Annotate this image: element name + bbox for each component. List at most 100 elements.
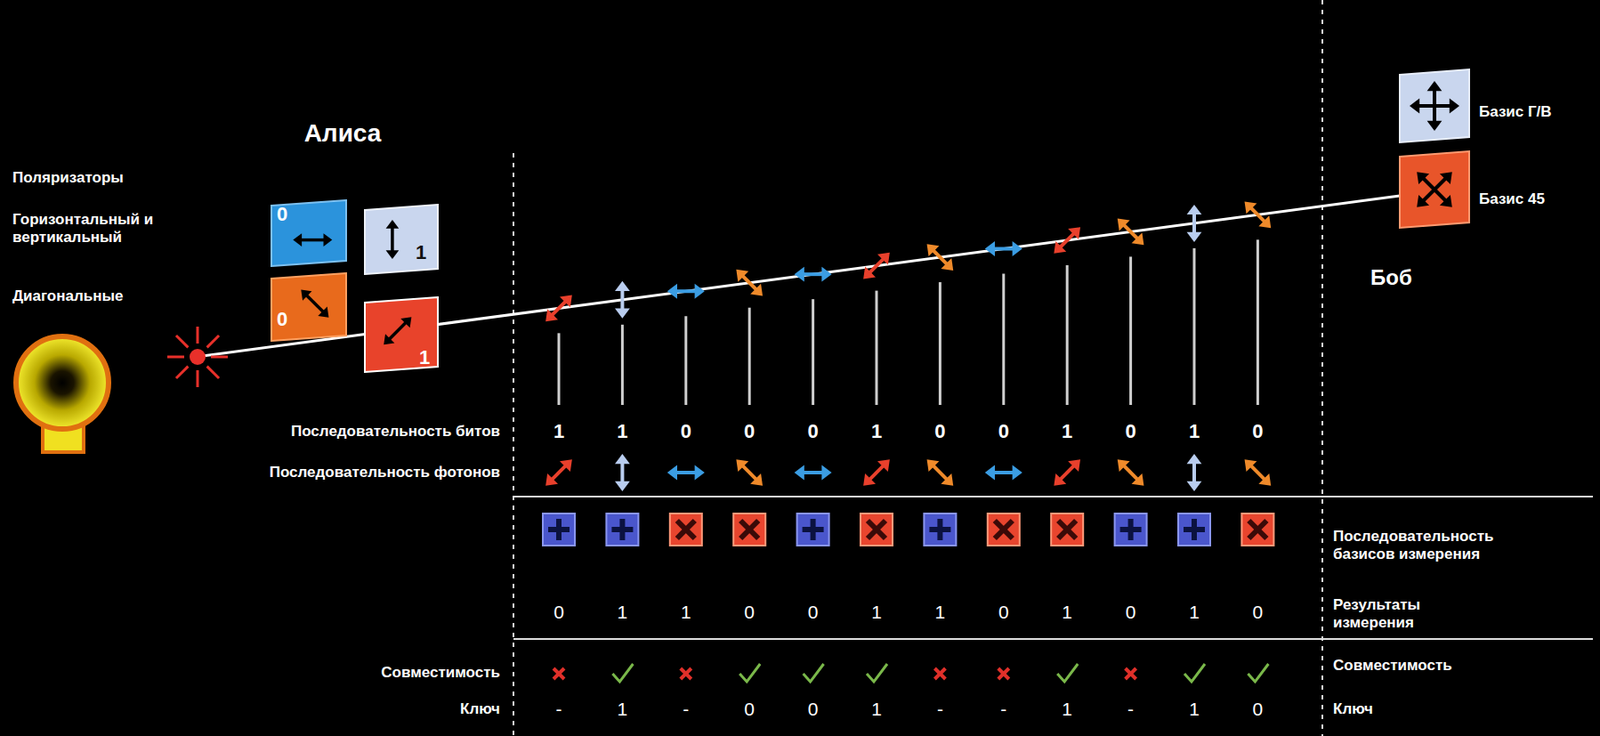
check-mark: [1247, 663, 1269, 682]
basis-rect: [1241, 513, 1274, 546]
cross-mark: [680, 668, 692, 679]
arrow-head: [667, 465, 678, 481]
side-label: Диагональные: [12, 287, 123, 306]
arrow-shaft: [550, 464, 568, 482]
arrow-head: [386, 219, 400, 229]
check-mark: [803, 663, 825, 682]
basis-box: [860, 513, 893, 546]
photon-arrow: [1117, 218, 1145, 246]
photon-arrow: [1187, 453, 1203, 492]
arrow-shaft: [741, 274, 759, 291]
photon-drop-line: [811, 298, 815, 405]
measurement-value: 0: [553, 601, 565, 623]
check-mark: [739, 663, 760, 682]
basis-mark: [1128, 518, 1134, 541]
arrow-head: [735, 459, 749, 472]
key-value: -: [1127, 698, 1134, 720]
separator-line: [513, 495, 1593, 498]
arrow-head: [317, 307, 329, 318]
photon-arrow: [1053, 226, 1081, 254]
photon-arrow: [735, 269, 763, 297]
photon-beam: [401, 193, 1414, 330]
emitter-star: [167, 326, 228, 388]
arrow-head: [694, 465, 705, 481]
row-label: Последовательность битов: [290, 422, 501, 441]
photon-drop-line: [684, 315, 687, 405]
bit-label: 0: [276, 309, 288, 330]
arrow-head: [559, 294, 573, 308]
photon-drop-line: [621, 324, 624, 405]
arrow-head: [1187, 232, 1203, 243]
bit-value: 1: [871, 420, 882, 443]
tile-face: [364, 297, 438, 372]
arrow-head: [1117, 218, 1131, 232]
basis-box: [542, 513, 575, 546]
arrow-head: [614, 481, 631, 492]
arrow-head: [1187, 204, 1203, 215]
arrow-head: [545, 308, 558, 322]
arrow-head: [1187, 481, 1203, 492]
arrow-shaft: [1432, 88, 1437, 124]
emitter-ray: [207, 335, 219, 348]
arrow-shaft: [298, 238, 326, 243]
key-value: 0: [1252, 698, 1264, 720]
arrow-head: [1053, 241, 1067, 254]
emitter-ray: [176, 335, 188, 348]
key-value: -: [937, 698, 944, 720]
tile-face: [364, 204, 438, 275]
basis-mark: [740, 520, 759, 539]
cross-mark: [553, 668, 565, 679]
basis-rect: [797, 513, 830, 546]
arrow-shaft: [674, 289, 698, 293]
polarization-arrow: [383, 316, 412, 345]
basis-mark: [1058, 520, 1076, 539]
bit-value: 0: [743, 420, 755, 443]
arrow-shaft: [741, 464, 759, 482]
basis-mark: [810, 518, 817, 541]
arrow-head: [940, 258, 954, 271]
arrow-shaft: [992, 247, 1016, 251]
arrow-head: [1067, 226, 1081, 240]
bit-value: 1: [1061, 420, 1073, 443]
emitter-ray: [167, 355, 185, 359]
arrow-head: [545, 473, 558, 486]
arrow-head: [1244, 201, 1258, 214]
arrow-shaft: [931, 249, 949, 267]
light-source: [16, 336, 109, 429]
arrow-shaft: [1058, 464, 1076, 482]
basis-box: [1115, 513, 1148, 546]
basis-box: [797, 513, 830, 546]
arrow-head: [1067, 459, 1081, 472]
basis-arrow: [1416, 171, 1453, 208]
arrow-head: [1131, 473, 1145, 486]
arrow-shaft: [800, 470, 825, 475]
cross-mark: [934, 668, 946, 679]
arrow-head: [559, 459, 573, 472]
arrow-shaft: [1249, 206, 1267, 224]
key-value: 1: [1061, 698, 1073, 720]
arrow-head: [877, 459, 890, 472]
emitter-ray: [176, 366, 188, 379]
arrow-shaft: [1058, 232, 1076, 250]
arrow-head: [614, 453, 631, 464]
basis-rect: [606, 513, 639, 546]
emitter-core: [189, 348, 206, 365]
emitter-ray: [196, 370, 200, 388]
photon-arrow: [667, 465, 705, 481]
measurement-value: 0: [743, 601, 755, 623]
bit-value: 0: [680, 420, 692, 443]
arrow-head: [1439, 171, 1453, 185]
tile-face: [271, 200, 347, 267]
arrow-head: [927, 459, 940, 472]
basis-mark: [1058, 520, 1076, 539]
key-value: -: [556, 698, 563, 720]
bit-value: 1: [616, 420, 628, 443]
polarizer-tile: 1: [363, 203, 439, 275]
photon-drop-line: [1066, 265, 1069, 405]
measurement-value: 0: [1125, 601, 1137, 623]
photon-drop-line: [1002, 274, 1005, 405]
measurement-value: 1: [617, 601, 629, 623]
arrow-head: [863, 266, 876, 280]
photon-arrow: [927, 243, 954, 271]
